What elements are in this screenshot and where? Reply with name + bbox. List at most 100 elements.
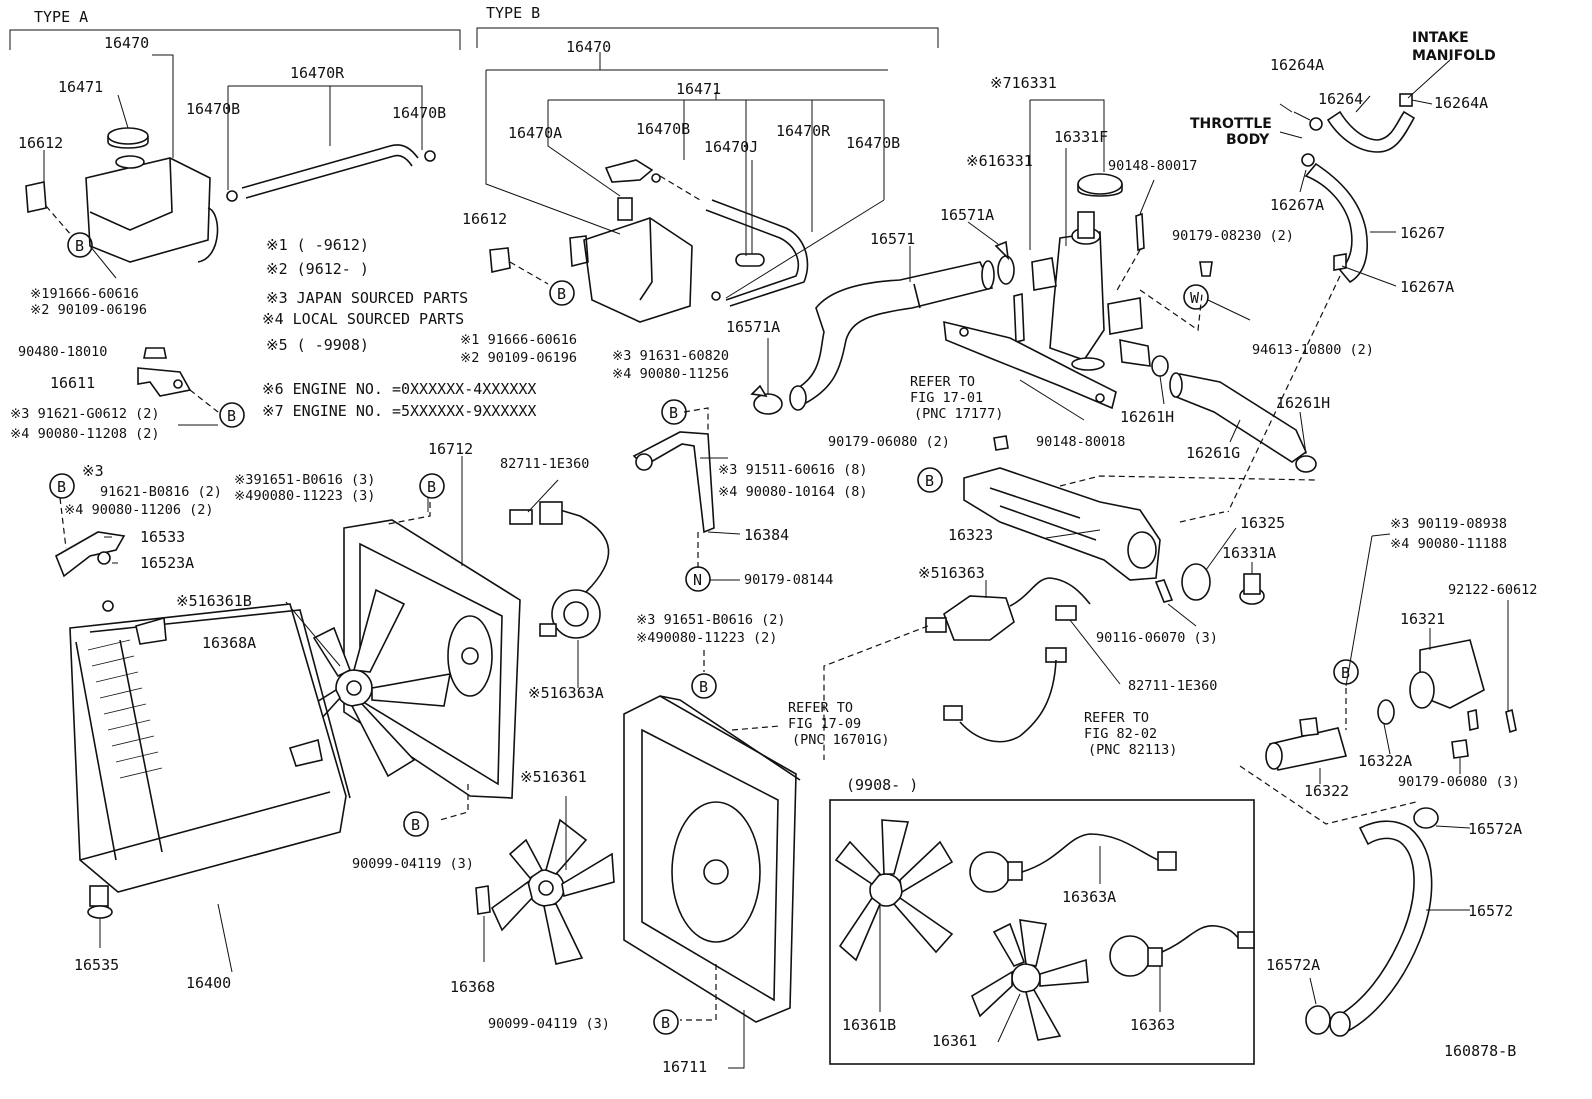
marker-b-1: B	[75, 237, 84, 255]
part-label: 82711-1E360	[500, 456, 589, 472]
reference-3-line-1: REFER TO	[1084, 710, 1149, 726]
part-label: 16264	[1318, 90, 1363, 108]
part-label: 90099-04119 (3)	[488, 1016, 610, 1032]
lower-radiator-hose-16572	[1329, 820, 1433, 1037]
part-label: 90179-06080 (3)	[1398, 774, 1520, 790]
box-fan-16361b	[834, 819, 954, 962]
fan-wire-harness	[943, 647, 1067, 743]
part-label: ※616331	[966, 152, 1033, 170]
part-label: ※516361	[520, 768, 587, 786]
note-5: ※5 ( -9908)	[266, 336, 369, 354]
part-label: 16321	[1400, 610, 1445, 628]
part-label: 16361B	[842, 1016, 896, 1034]
throttle-body-line-2: BODY	[1226, 132, 1270, 148]
part-label: 16325	[1240, 514, 1285, 532]
hose-16261g	[1169, 372, 1308, 463]
fan-motor-16363-type-b	[925, 577, 1091, 641]
clamp-16261h-left	[1151, 355, 1169, 377]
part-label: 16470B	[846, 134, 900, 152]
part-label: 90148-80017	[1108, 158, 1197, 174]
reference-1-line-1: REFER TO	[910, 374, 975, 390]
note-4: ※4 LOCAL SOURCED PARTS	[262, 310, 464, 328]
clamp-16267a-lower	[1333, 253, 1347, 271]
type-a-bracket-16611	[137, 347, 192, 397]
throttle-body-line-1: THROTTLE	[1190, 116, 1272, 132]
part-label: 16470J	[704, 138, 758, 156]
part-label: 16261H	[1120, 408, 1174, 426]
gasket-90148-80018	[943, 320, 1117, 410]
clip-90179-06080-c	[1451, 739, 1469, 759]
marker-w	[1183, 284, 1209, 310]
intake-manifold-line-2: MANIFOLD	[1412, 48, 1496, 64]
part-label: 90179-06080 (2)	[828, 434, 950, 450]
part-label: 16571A	[940, 206, 994, 224]
part-label: 16322A	[1358, 752, 1412, 770]
type-a-overflow-hose	[226, 144, 436, 202]
box-motor-16363a	[969, 833, 1177, 893]
part-label: 16571	[870, 230, 915, 248]
stud-90116-06070	[1154, 579, 1174, 603]
reference-3-line-3: (PNC 82113)	[1088, 742, 1177, 758]
part-label: 16323	[948, 526, 993, 544]
part-label: 16470B	[392, 104, 446, 122]
bolt-92122-60612	[1505, 708, 1517, 734]
part-label: 16470R	[290, 64, 345, 82]
part-label: ※3 90119-08938	[1390, 516, 1507, 532]
type-a-reservoir	[25, 127, 219, 263]
part-label: 90148-80018	[1036, 434, 1125, 450]
part-label: 16711	[662, 1058, 707, 1076]
type-b-header: TYPE B	[486, 4, 540, 22]
part-label: 92122-60612	[1448, 582, 1537, 598]
part-label: ※716331	[990, 74, 1057, 92]
part-label: ※391651-B0616 (3)	[234, 472, 375, 488]
part-label: 16261G	[1186, 444, 1240, 462]
part-label: 16471	[676, 80, 721, 98]
part-label: 16572	[1468, 902, 1513, 920]
part-label: 16368A	[202, 634, 256, 652]
note-3: ※3 JAPAN SOURCED PARTS	[266, 289, 468, 307]
marker-b-9: B	[411, 816, 420, 834]
type-b-reservoir	[489, 159, 693, 323]
marker-b-11: B	[1341, 664, 1350, 682]
upper-radiator-hose-16571	[789, 260, 995, 411]
part-label: 16470B	[636, 120, 690, 138]
clamp-16572a-lower	[1305, 1005, 1331, 1035]
part-label: ※3	[82, 462, 104, 480]
marker-n-label: N	[693, 571, 702, 589]
part-label: ※191666-60616	[30, 286, 139, 302]
part-label: ※3 91511-60616 (8)	[718, 462, 867, 478]
bolt-90148-80017	[1135, 212, 1145, 252]
note-6: ※6 ENGINE NO. =0XXXXXX-4XXXXXX	[262, 380, 536, 398]
clip-90179-06080-b	[993, 435, 1009, 451]
marker-b-10: B	[661, 1014, 670, 1032]
drain-plug-16535	[87, 885, 113, 919]
reference-1-line-2: FIG 17-01	[910, 390, 983, 406]
water-pipe-16322	[1265, 717, 1348, 771]
part-label: 16368	[450, 978, 495, 996]
part-label: ※4 90080-10164 (8)	[718, 484, 867, 500]
part-label: 16361	[932, 1032, 977, 1050]
part-label: 90179-08144	[744, 572, 833, 588]
part-label: 16400	[186, 974, 231, 992]
part-label: ※516363A	[528, 684, 604, 702]
part-label: 16612	[462, 210, 507, 228]
hose-clamp-16571a-lower	[750, 384, 783, 415]
fan-blade-16361-type-b	[491, 818, 615, 965]
marker-b-2: B	[227, 407, 236, 425]
part-label: 16533	[140, 528, 185, 546]
part-label: ※516361B	[176, 592, 252, 610]
marker-b-8: B	[699, 678, 708, 696]
part-label: 16712	[428, 440, 473, 458]
part-label: 16267	[1400, 224, 1445, 242]
part-label: 16363	[1130, 1016, 1175, 1034]
gasket-16325	[1181, 563, 1211, 601]
part-label: ※4 90080-11188	[1390, 536, 1507, 552]
part-label: ※490080-11223 (3)	[234, 488, 375, 504]
range-box-label: (9908- )	[846, 776, 918, 794]
part-label: 82711-1E360	[1128, 678, 1217, 694]
part-label: 16267A	[1400, 278, 1454, 296]
part-label: 16267A	[1270, 196, 1324, 214]
part-label: 16322	[1304, 782, 1349, 800]
bracket-16384	[632, 431, 715, 534]
